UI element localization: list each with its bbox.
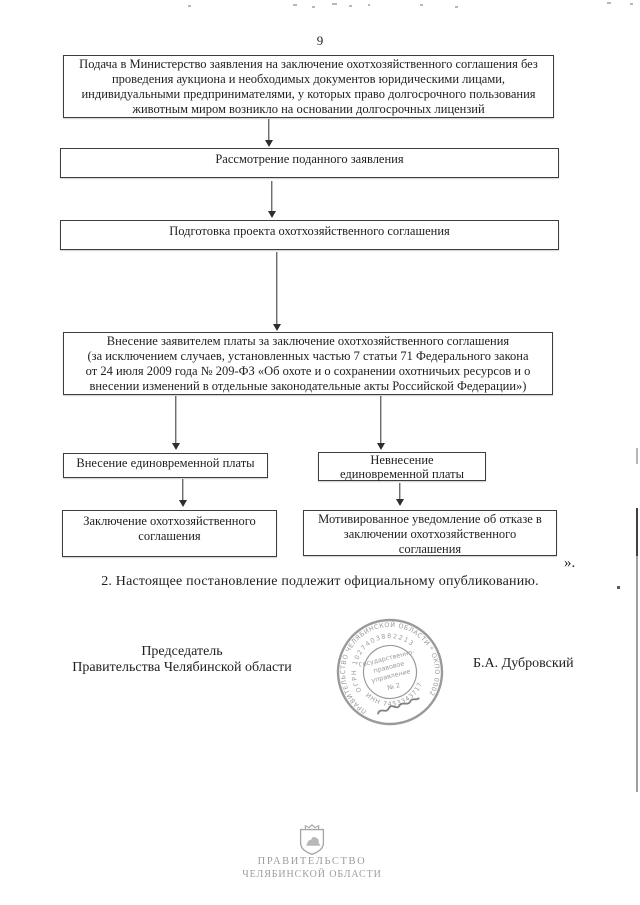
flow-arrow-down-icon (264, 119, 273, 147)
footer-org-name-line2: ЧЕЛЯБИНСКОЙ ОБЛАСТИ (242, 869, 382, 880)
stamp-signature-scribble (376, 697, 420, 715)
stamp-inner-circle (362, 644, 418, 700)
flow-arrow-down-icon (395, 483, 404, 506)
stamp-center-text: Государственно- правовое управление № 2 (358, 648, 415, 693)
flowchart-box-payment: Внесение заявителем платы за заключение … (63, 332, 553, 395)
flowchart-box-agreement-concluded: Заключение охотхозяйственного соглашения (62, 510, 277, 557)
official-stamp: ПРАВИТЕЛЬСТВО ЧЕЛЯБИНСКОЙ ОБЛАСТИ * ОКПО… (334, 616, 446, 726)
flow-arrow-down-icon (171, 396, 180, 450)
scan-artifact-speck (617, 586, 620, 589)
flowchart-box-review: Рассмотрение поданного заявления (60, 148, 559, 178)
closing-quote: ». (564, 555, 576, 571)
flowchart-box-draft-agreement: Подготовка проекта охотхозяйственного со… (60, 220, 559, 250)
coat-of-arms-icon (299, 824, 325, 856)
scan-artifact-line (636, 508, 638, 556)
flow-arrow-down-icon (376, 396, 385, 450)
stamp-outer-circle (336, 618, 444, 726)
flow-arrow-down-icon (178, 479, 187, 507)
flowchart-box-refusal-notice: Мотивированное уведомление об отказе в з… (303, 510, 557, 556)
flowchart-box-submission: Подача в Министерство заявления на заклю… (63, 55, 554, 118)
svg-text:№ 2: № 2 (386, 681, 401, 692)
scan-artifact-line (636, 448, 638, 464)
flowchart-box-payment-not-made: Невнесение единовременной платы (318, 452, 486, 481)
scan-artifact-line (636, 556, 638, 792)
page-number: 9 (316, 33, 324, 48)
paragraph-publication: 2. Настоящее постановление подлежит офиц… (101, 574, 539, 589)
signature-title: Председатель Правительства Челябинской о… (72, 644, 292, 675)
signature-name: Б.А. Дубровский (473, 656, 574, 671)
flowchart-box-payment-made: Внесение единовременной платы (63, 453, 268, 478)
footer-org-name-line1: ПРАВИТЕЛЬСТВО (257, 856, 367, 867)
flow-arrow-down-icon (272, 252, 281, 331)
flow-arrow-down-icon (267, 181, 276, 218)
